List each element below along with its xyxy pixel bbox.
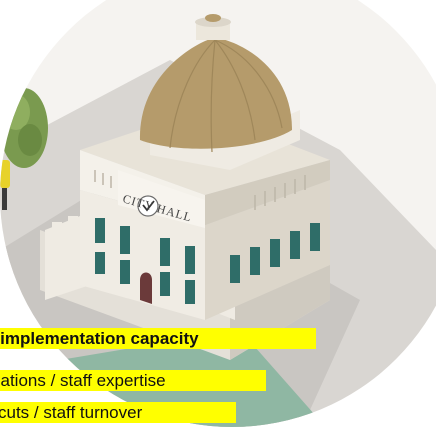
label-staff-expertise: cations / staff expertise [0,370,266,391]
person-figure [0,160,10,210]
label-implementation-capacity: y implementation capacity [0,328,316,349]
label-staff-turnover: cuts / staff turnover [0,402,236,423]
clock-icon [137,195,159,217]
tree-icon [0,88,48,168]
dome-icon [139,38,292,149]
